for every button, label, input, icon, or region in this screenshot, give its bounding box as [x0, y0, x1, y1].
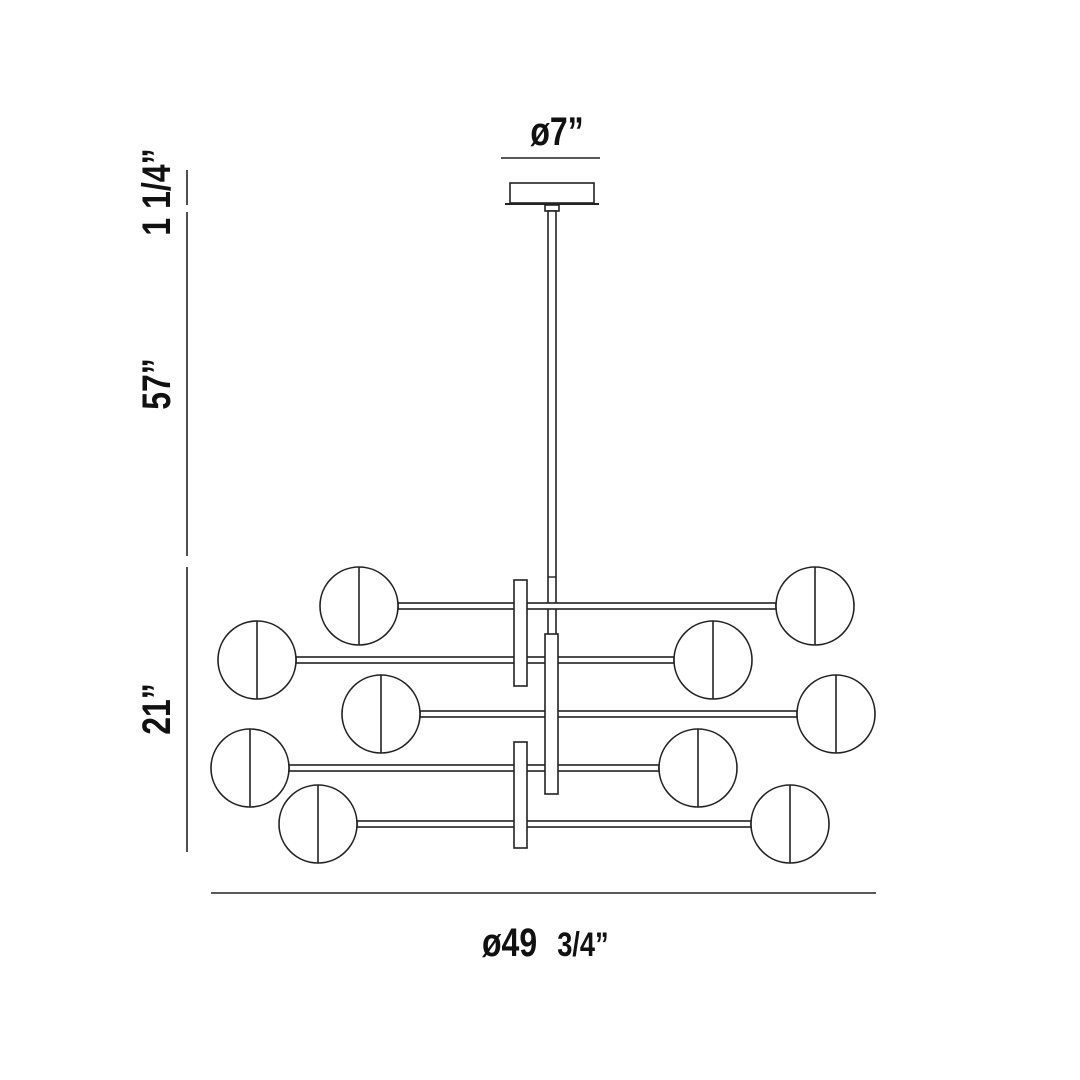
- fixture-height-label: 21”: [134, 683, 179, 735]
- arm: [397, 602, 777, 610]
- stem-coupler: [544, 204, 560, 212]
- arm: [288, 764, 660, 772]
- stem-length-label: 57”: [134, 358, 179, 410]
- canopy-height-label: 1 1/4”: [134, 148, 179, 235]
- arm: [419, 710, 798, 718]
- fixture-diameter-fraction-label: 3/4”: [557, 925, 608, 964]
- canopy-diameter-label: ø7”: [530, 109, 583, 154]
- canopy: [509, 182, 595, 204]
- fixture-body: [210, 566, 876, 864]
- arm: [295, 656, 675, 664]
- hub-bar: [513, 579, 528, 687]
- fixture-diameter-label: ø49: [482, 920, 537, 965]
- stem: [547, 210, 557, 636]
- hub-bar: [513, 741, 528, 849]
- arm: [356, 820, 752, 828]
- hub-bar: [544, 633, 559, 795]
